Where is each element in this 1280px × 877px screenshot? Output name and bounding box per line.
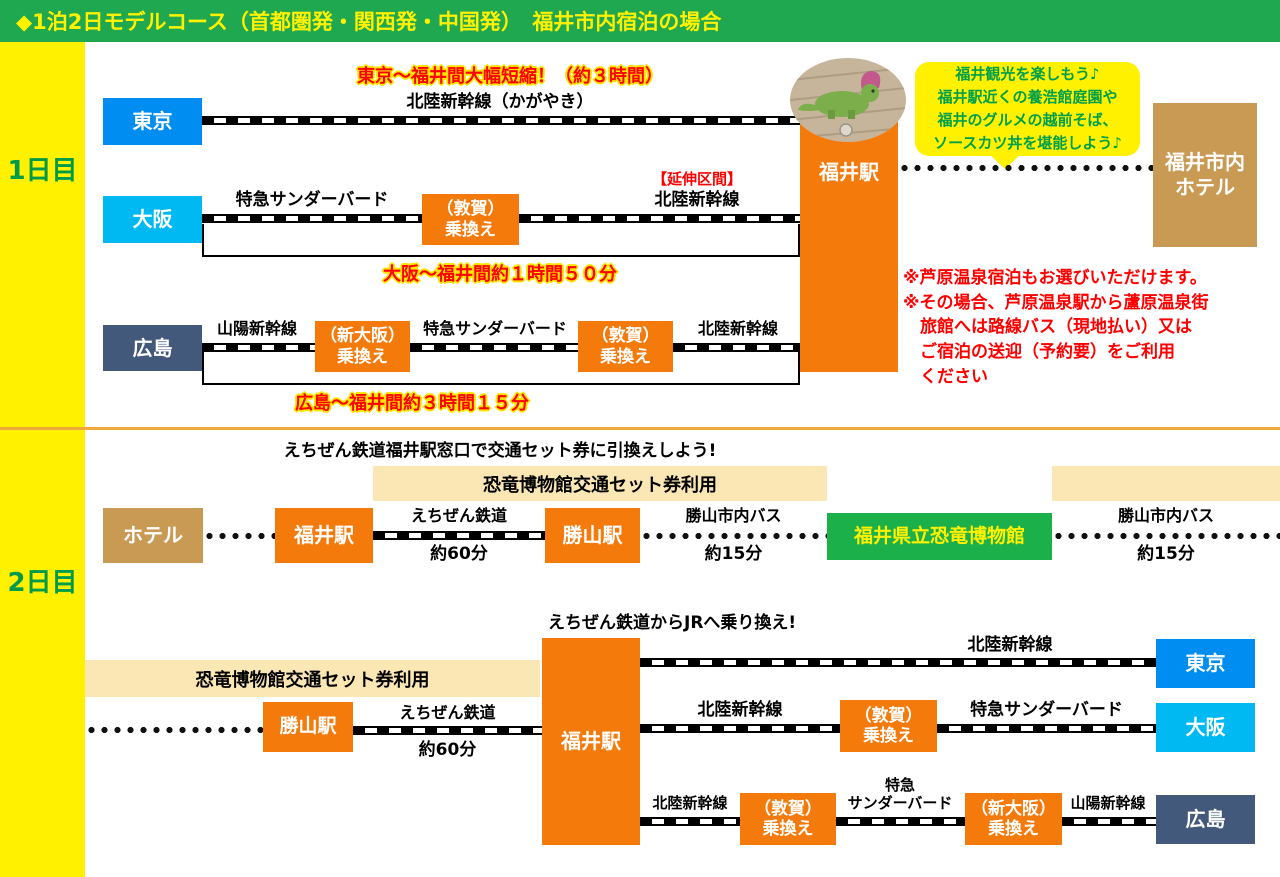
dotted-hotel-fukui: [203, 532, 275, 540]
rail-fukui-tsuruga-return-hiroshima: [640, 817, 740, 826]
course-title: ◆1泊2日モデルコース（首都圏発・関西発・中国発） 福井市内宿泊の場合: [16, 10, 722, 34]
rail-label-echizen-morning: えちぜん鉄道: [410, 506, 507, 525]
rail-tokyo-fukui: [202, 116, 800, 125]
transfer-box-tsuruga-hiroshima: （敦賀） 乗換え: [578, 321, 673, 372]
dotted-museum-katsuyama: [85, 726, 263, 734]
dotted-fukui-hotel: [898, 164, 1153, 172]
rail-label-thunderbird-osaka: 特急サンダーバード: [235, 190, 389, 210]
rail-time-echizen-afternoon: 約60分: [418, 740, 477, 760]
transfer-box-shinosaka-return: （新大阪） 乗換え: [965, 793, 1062, 845]
hiroshima-duration-text: 広島～福井間約３時間１５分: [295, 393, 529, 414]
bus-label-katsuyama: 勝山市内バス: [685, 506, 782, 525]
bus-time-katsuyama-2: 約15分: [1137, 544, 1195, 564]
transfer-box-shinosaka: （新大阪） 乗換え: [315, 321, 410, 372]
origin-box-hiroshima: 広島: [103, 325, 202, 371]
rail-fukui-tsuruga-return-osaka: [640, 724, 840, 733]
dest-box-tokyo: 東京: [1156, 639, 1255, 688]
katsuyama-station-box-morning: 勝山駅: [545, 508, 640, 563]
dest-box-osaka: 大阪: [1156, 703, 1255, 752]
osaka-duration-bracket: [202, 224, 800, 257]
day1-label: 1日目: [7, 156, 78, 186]
rail-label-hokuriku-return-tokyo: 北陸新幹線: [967, 635, 1053, 655]
osaka-duration-text: 大阪～福井間約１時間５０分: [383, 264, 617, 285]
dinosaur-photo: [790, 58, 906, 142]
ticket-banner-afternoon: 恐竜博物館交通セット券利用: [85, 660, 540, 697]
rail-shinosaka-hiroshima-return: [1062, 817, 1156, 826]
rail-hiroshima-shinosaka: [202, 343, 315, 352]
day-divider-line: [0, 427, 1280, 430]
katsuyama-station-box-afternoon: 勝山駅: [263, 702, 353, 752]
fukui-station-box-morning: 福井駅: [275, 508, 373, 563]
ticket-banner-main: 恐竜博物館交通セット券利用: [373, 466, 827, 501]
bus-time-katsuyama: 約15分: [704, 544, 763, 564]
rail-shinosaka-tsuruga: [410, 343, 578, 352]
extension-section-label: 【延伸区間】: [651, 170, 742, 188]
rail-label-hokuriku-return-hiroshima: 北陸新幹線: [652, 794, 728, 812]
transfer-box-tsuruga-return-hiroshima: （敦賀） 乗換え: [740, 793, 836, 845]
fukui-station-box: 福井駅: [800, 115, 898, 372]
rail-label-thunderbird-return-hiroshima: 特急 サンダーバード: [847, 776, 953, 812]
day-column: [0, 42, 85, 877]
dotted-katsuyama-museum: [640, 532, 827, 540]
day2-label: 2日目: [7, 568, 78, 598]
origin-box-osaka: 大阪: [103, 196, 202, 243]
rail-label-sanyo-return: 山陽新幹線: [1070, 794, 1146, 812]
rail-tsuruga-fukui-hiroshima: [673, 343, 800, 352]
rail-fukui-katsuyama: [373, 531, 545, 540]
rail-label-hokuriku-osaka: 北陸新幹線: [654, 190, 740, 210]
rail-label-kagayaki: 北陸新幹線（かがやき）: [406, 92, 594, 112]
rail-label-thunderbird-return-osaka: 特急サンダーバード: [970, 700, 1123, 720]
jr-transfer-note: えちぜん鉄道からJRへ乗り換え!: [548, 613, 797, 633]
rail-katsuyama-fukui: [353, 726, 542, 735]
tokyo-duration-highlight: 東京～福井間大幅短縮！（約３時間）: [357, 66, 663, 87]
rail-label-echizen-afternoon: えちぜん鉄道: [399, 703, 496, 722]
ticket-banner-afternoon-text: 恐竜博物館交通セット券利用: [195, 669, 430, 691]
ticket-banner-text: 恐竜博物館交通セット券利用: [483, 474, 717, 496]
dest-box-hiroshima: 広島: [1156, 795, 1255, 844]
rail-tsuruga-osaka-return: [937, 724, 1156, 733]
rail-tsuruga-fukui-osaka: [519, 214, 800, 223]
transfer-box-tsuruga-return-osaka: （敦賀） 乗換え: [840, 700, 937, 752]
rail-label-thunderbird-hiroshima: 特急サンダーバード: [423, 319, 567, 338]
rail-time-echizen-morning: 約60分: [430, 544, 488, 564]
fukui-station-box-afternoon: 福井駅: [542, 638, 640, 845]
hotel-box-day2: ホテル: [103, 508, 203, 563]
ticket-exchange-note: えちぜん鉄道福井駅窓口で交通セット券に引換えしよう!: [283, 441, 717, 461]
dinosaur-museum-box: 福井県立恐竜博物館: [827, 513, 1052, 560]
rail-fukui-tokyo-return: [640, 658, 1156, 667]
hiroshima-duration-bracket: [202, 352, 800, 385]
dotted-museum-right: [1052, 532, 1280, 540]
bus-label-katsuyama-2: 勝山市内バス: [1117, 506, 1214, 525]
awara-onsen-notes: ※芦原温泉宿泊もお選びいただけます。 ※その場合、芦原温泉駅から蘆原温泉街 旅館…: [903, 268, 1209, 387]
rail-label-hokuriku-hiroshima: 北陸新幹線: [697, 319, 778, 338]
rail-label-hokuriku-return-osaka: 北陸新幹線: [697, 700, 783, 720]
origin-box-tokyo: 東京: [103, 98, 202, 145]
rail-osaka-tsuruga: [202, 214, 422, 223]
transfer-box-tsuruga-osaka: （敦賀） 乗換え: [422, 194, 519, 245]
sightseeing-speech-bubble: 福井観光を楽しもう♪ 福井駅近くの養浩館庭園や 福井のグルメの越前そば、 ソース…: [915, 62, 1140, 156]
header-bar: ◆1泊2日モデルコース（首都圏発・関西発・中国発） 福井市内宿泊の場合: [0, 0, 1280, 42]
ticket-banner-right-segment: [1052, 466, 1280, 501]
rail-label-sanyo: 山陽新幹線: [216, 319, 297, 338]
hotel-box-fukui-city: 福井市内 ホテル: [1153, 103, 1257, 247]
rail-tsuruga-shinosaka-return: [836, 817, 965, 826]
